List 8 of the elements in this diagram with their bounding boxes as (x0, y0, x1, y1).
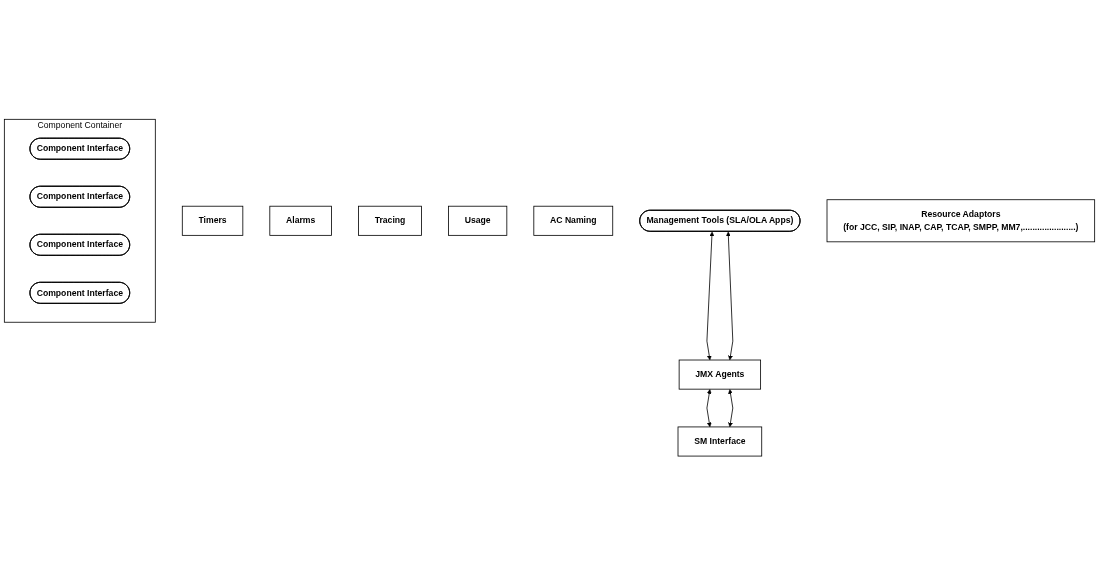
node-box: AC Naming (533, 205, 614, 236)
node-box: Tracing (358, 205, 422, 236)
node-box: Usage (448, 205, 508, 236)
node-box: JMX Agents (678, 359, 761, 390)
node-box: Timers (181, 205, 244, 236)
node-box: Resource Adaptors (for JCC, SIP, INAP, CAP, TCAP, SMPP, MM7,......................) (826, 199, 1096, 243)
node-box: Alarms (269, 205, 332, 236)
node-box: SM Interface (677, 426, 763, 457)
